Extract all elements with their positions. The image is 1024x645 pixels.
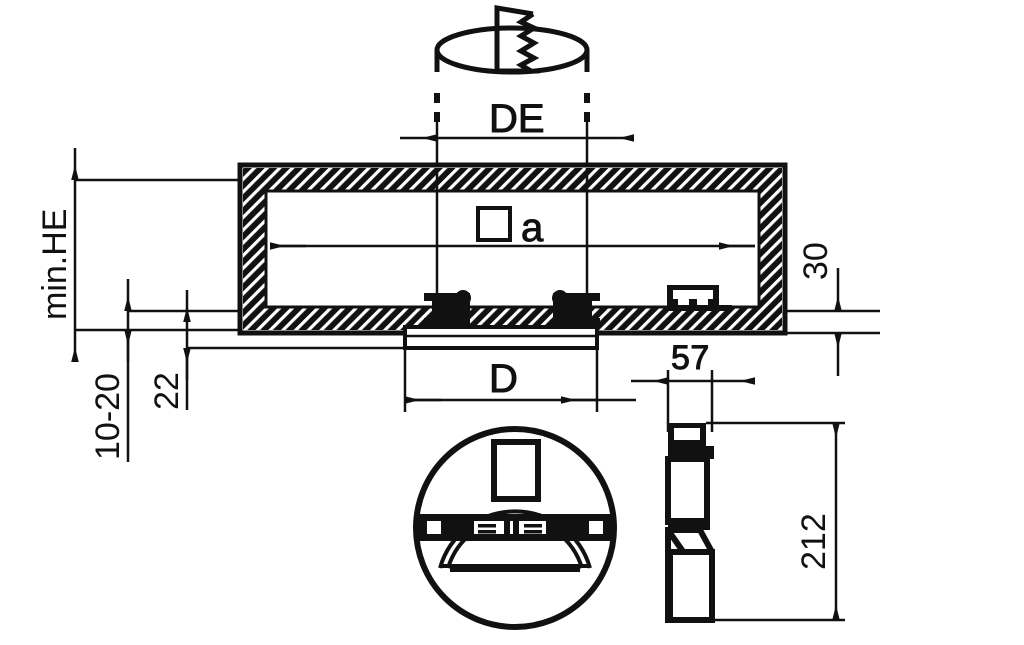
hole-saw-icon [434,5,590,75]
spring-clip-right [552,290,600,327]
label-d: D [489,357,518,401]
dimension-30 [785,268,880,376]
section-front-view [237,162,788,336]
bottom-circular-view [413,426,617,630]
dimension-d [403,348,636,412]
axis-lines [435,168,589,300]
label-min-he: min.HE [36,209,74,320]
label-22: 22 [148,372,186,410]
dimension-57 [631,370,755,432]
label-de: DE [489,97,545,141]
dimension-a [270,206,755,250]
label-10-20: 10-20 [89,373,127,460]
dimension-group-left [71,148,405,462]
spring-clip-left [424,290,471,327]
side-elevation-view [665,423,715,623]
label-57: 57 [671,339,710,377]
label-30: 30 [797,242,835,280]
label-212: 212 [795,513,833,570]
dimension-de [400,93,634,168]
label-a: a [521,206,544,250]
dimension-212 [670,421,845,622]
terminal-block [667,285,732,311]
ceiling-panel [403,325,599,350]
